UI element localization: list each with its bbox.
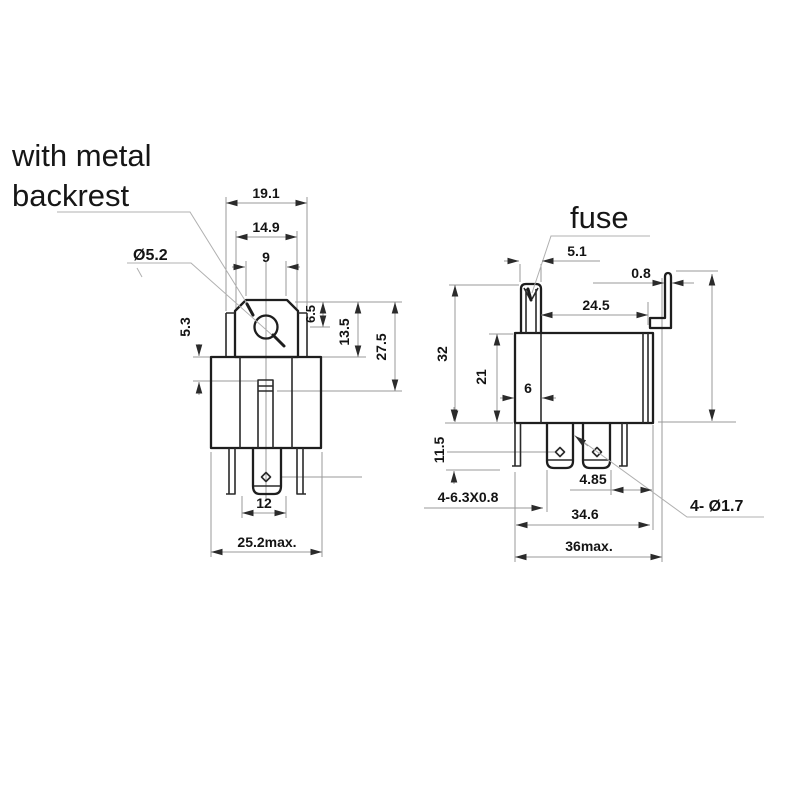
dim-total-width-side: 36max. [565,538,612,554]
dim-section-width: 6 [524,380,532,396]
front-dimension-lines [195,199,399,556]
metal-backrest-bracket [648,271,673,330]
dim-top-span: 24.5 [582,297,609,313]
fuse-holder [519,282,543,335]
fuse-label: fuse [570,200,629,235]
blade-hole-diamond [260,471,272,483]
center-blade-pin [251,446,283,496]
fuse-leader-arrow [526,287,533,302]
side-extension-lines [445,264,736,562]
backrest-leader-arrow [245,302,255,317]
hole-dia-leader [127,262,282,344]
dim-pin-span: 12 [256,495,272,511]
dim-tab-height: 13.5 [336,318,352,345]
pin-side-b [581,421,612,470]
dim-pin-length: 11.5 [431,437,447,464]
pin-side-c [619,423,628,467]
dim-ear-height: 6.5 [303,305,318,323]
dim-edge-gap: 4.85 [579,471,606,487]
relay-body-front [209,355,323,450]
dim-fuse-width: 5.1 [567,243,587,259]
hole-dia-leader-tick [136,267,143,278]
dim-width-outer: 19.1 [252,185,279,201]
relay-body-side [513,331,655,425]
side-leaders [424,235,764,518]
pin-side-left [512,423,522,467]
dim-hole-spec: 4- Ø1.7 [690,498,743,515]
side-dimension-lines [450,257,716,561]
fuse-holder-inner [523,287,539,333]
center-blade-slot [257,379,274,448]
dim-body-height: 21 [473,369,489,385]
front-extension-lines [193,197,402,557]
front-relay-outline [209,298,323,496]
pin-left [226,448,236,495]
hole-spec-leader [573,434,764,518]
dim-total-width-front: 25.2max. [237,534,296,550]
mounting-hole [253,314,279,340]
fuse-leader [531,235,650,294]
pin-a-hole-diamond [554,446,566,458]
dim-blade-depth: 27.5 [373,333,389,360]
front-leaders [57,211,286,348]
hole-dia-leader-arrow [271,333,286,348]
dim-width-mid: 14.9 [252,219,279,235]
dim-hole-diameter: Ø5.2 [133,247,168,264]
backrest-label-line2: backrest [12,178,130,213]
dim-pin-spec: 4-6.3X0.8 [438,489,499,505]
tab-ears [225,312,308,357]
hole-spec-leader-arrow [574,435,589,447]
side-view: 5.1 0.8 24.5 32 21 6 11.5 4-6.3X0.8 4.85… [424,235,764,562]
dim-pin-row-span: 34.6 [571,506,598,522]
dim-width-hole-span: 9 [262,249,270,265]
side-relay-outline [512,271,673,470]
pin-b-hole-diamond [591,446,603,458]
dim-bracket-thickness: 0.8 [631,265,651,281]
backrest-label-line1: with metal [11,138,152,173]
dim-step-height: 5.3 [177,317,193,337]
dim-overall-height: 32 [434,346,450,362]
front-view: 19.1 14.9 9 Ø5.2 5.3 6.5 13.5 27.5 12 25… [57,185,402,557]
pin-right [296,448,306,495]
backrest-leader [57,211,252,311]
pin-side-a [545,421,575,470]
